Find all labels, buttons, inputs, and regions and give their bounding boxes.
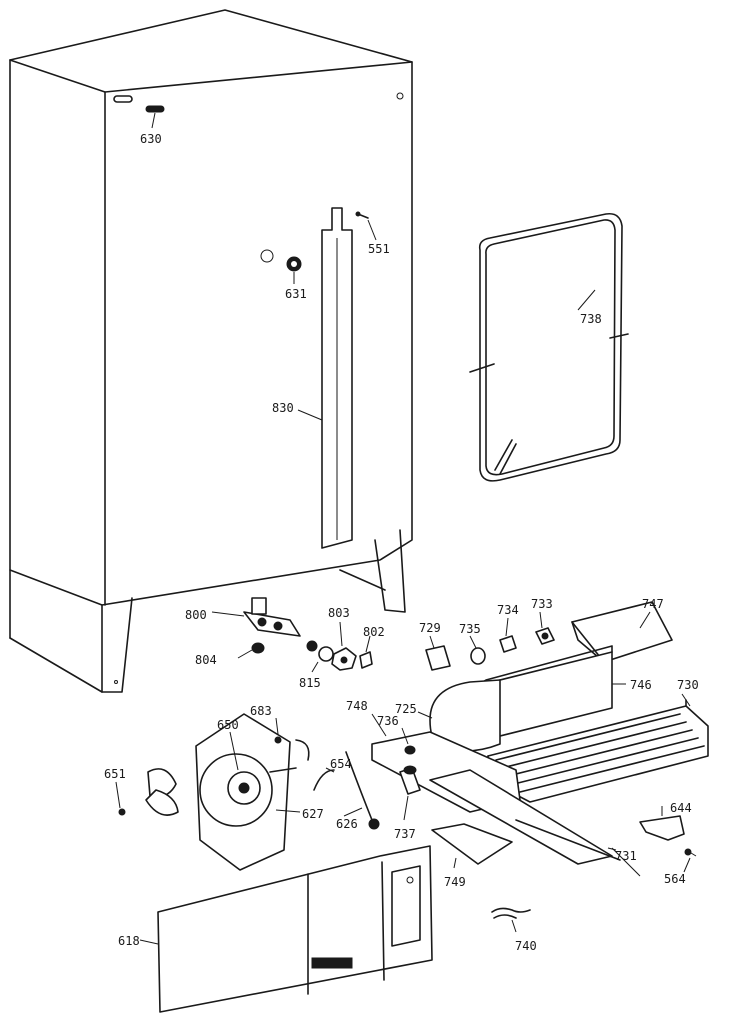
part-802-screw xyxy=(359,635,373,669)
label-747: 747 xyxy=(642,597,664,611)
label-802: 802 xyxy=(363,625,385,639)
part-650-fan-motor xyxy=(195,713,291,871)
label-725: 725 xyxy=(395,702,417,716)
label-746: 746 xyxy=(630,678,652,692)
label-650: 650 xyxy=(217,718,239,732)
part-803-nut xyxy=(331,621,357,671)
label-631: 631 xyxy=(285,287,307,301)
label-644: 644 xyxy=(670,801,692,815)
label-627: 627 xyxy=(302,807,324,821)
part-740-clip xyxy=(491,907,531,933)
label-618: 618 xyxy=(118,934,140,948)
label-654: 654 xyxy=(330,757,352,771)
label-737: 737 xyxy=(394,827,416,841)
part-749-plate xyxy=(431,823,513,869)
label-630: 630 xyxy=(140,132,162,146)
part-644-bracket xyxy=(639,806,685,841)
part-551-screw xyxy=(355,211,377,241)
part-654-harness xyxy=(313,767,335,791)
part-627-bracket xyxy=(269,767,301,813)
label-749: 749 xyxy=(444,875,466,889)
part-731-rail xyxy=(429,769,641,877)
part-651-fan-blade xyxy=(115,768,179,816)
part-830-channel xyxy=(297,207,353,549)
label-830: 830 xyxy=(272,401,294,415)
label-626: 626 xyxy=(336,817,358,831)
part-618-back-panel xyxy=(139,845,433,1013)
label-731: 731 xyxy=(615,849,637,863)
part-564-screw xyxy=(683,848,697,873)
part-815-washer xyxy=(306,640,334,673)
label-564: 564 xyxy=(664,872,686,886)
part-626-wire xyxy=(343,751,380,830)
part-737-mount xyxy=(399,765,421,821)
label-730: 730 xyxy=(677,678,699,692)
part-734-terminal xyxy=(499,617,517,653)
part-631-grommet xyxy=(286,256,302,284)
part-number-labels: 630 551 631 738 830 800 803 802 804 815 … xyxy=(104,132,699,953)
label-734: 734 xyxy=(497,603,519,617)
label-815: 815 xyxy=(299,676,321,690)
part-747-tray xyxy=(571,601,673,663)
label-736: 736 xyxy=(377,714,399,728)
label-803: 803 xyxy=(328,606,350,620)
part-630-plug xyxy=(145,105,165,129)
label-748: 748 xyxy=(346,699,368,713)
part-804-washer xyxy=(237,642,265,659)
part-735-overload xyxy=(469,635,486,665)
label-740: 740 xyxy=(515,939,537,953)
label-729: 729 xyxy=(419,621,441,635)
part-733-connector xyxy=(535,611,555,645)
label-651: 651 xyxy=(104,767,126,781)
label-738: 738 xyxy=(580,312,602,326)
part-800-timer xyxy=(211,597,301,637)
part-729-relay xyxy=(425,635,451,671)
refrigerator-cabinet xyxy=(9,9,413,693)
part-683-screw xyxy=(274,717,310,761)
label-800: 800 xyxy=(185,608,207,622)
label-683: 683 xyxy=(250,704,272,718)
label-551: 551 xyxy=(368,242,390,256)
part-738-heater-loop xyxy=(469,212,629,482)
part-736-grommet xyxy=(401,727,416,755)
label-733: 733 xyxy=(531,597,553,611)
label-804: 804 xyxy=(195,653,217,667)
label-735: 735 xyxy=(459,622,481,636)
